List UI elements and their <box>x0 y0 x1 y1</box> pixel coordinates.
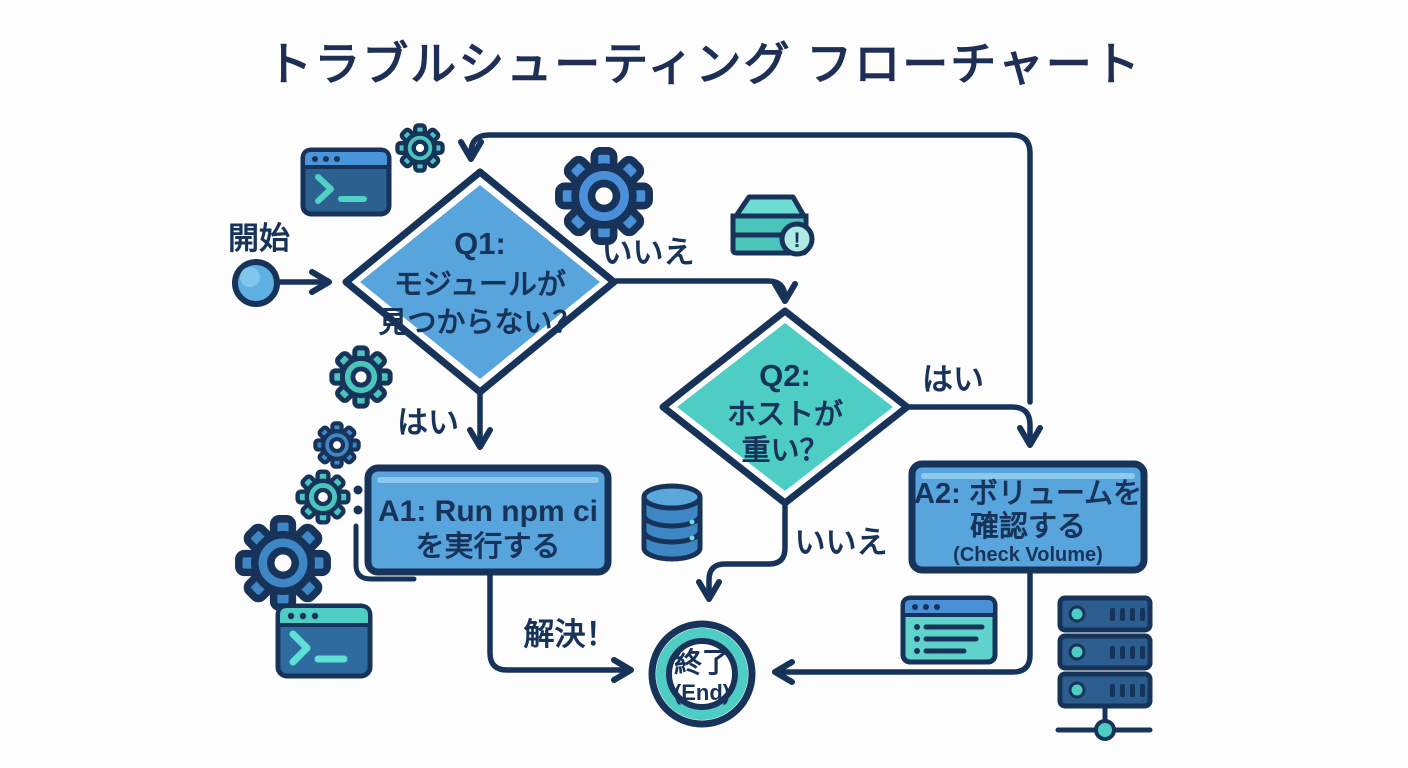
edge-a1-end <box>487 571 634 683</box>
gear-icon <box>332 348 390 406</box>
q1-line3: 見つからない？ <box>378 307 581 339</box>
q2-diamond-fill <box>677 323 893 491</box>
decor-bracket <box>353 523 417 582</box>
a1-action-node: A1: Run npm ci を実行する <box>353 464 612 582</box>
start-label: 開始 <box>228 221 290 256</box>
a2-line1: A2: ボリュームを <box>914 477 1142 510</box>
q1-line1: Q1: <box>454 226 506 261</box>
edges <box>277 132 1043 685</box>
start-circle-highlight <box>240 267 260 287</box>
terminal-window-icon <box>275 603 373 679</box>
edge-a2-end <box>772 571 1033 685</box>
q2-line2: ホストが <box>727 397 843 431</box>
terminal-window-icon <box>300 147 392 217</box>
label-q2-no: いいえ <box>795 525 888 560</box>
end-line1: 終了 <box>674 646 730 678</box>
a2-line3: (Check Volume) <box>953 544 1103 566</box>
a1-box <box>364 464 612 576</box>
gear-icon <box>298 472 349 523</box>
database-icon <box>641 483 703 562</box>
alert-glyph: ! <box>794 229 801 252</box>
label-solved: 解決！ <box>524 617 617 652</box>
decor-dot <box>353 505 363 515</box>
q2-decision-node: Q2: ホストが 重い？ <box>659 307 911 507</box>
edge-loop-to-q1 <box>458 132 1033 405</box>
q1-diamond-fill <box>360 185 600 379</box>
edge-q1-no-q2 <box>613 278 798 304</box>
a2-line2: 確認する <box>970 509 1086 543</box>
a1-line2: を実行する <box>415 530 560 563</box>
q1-line2: モジュールが <box>394 267 566 301</box>
page-title: トラブルシューティング フローチャート <box>266 38 1142 90</box>
q2-line3: 重い？ <box>741 434 828 467</box>
gear-icon <box>397 125 442 170</box>
gear-icon <box>239 519 327 607</box>
gear-icon <box>559 151 649 241</box>
a1-line1: A1: Run npm ci <box>378 495 598 528</box>
start-node: 開始 <box>228 221 290 307</box>
a2-box <box>908 460 1148 574</box>
edge-q2-yes-a2 <box>907 404 1043 448</box>
a2-action-node: A2: ボリュームを 確認する (Check Volume) <box>908 460 1148 574</box>
label-q2-yes: はい <box>922 362 984 397</box>
label-q1-yes: はい <box>397 405 459 440</box>
storage-alert-icon: ! <box>730 194 815 257</box>
end-ring-teal <box>656 628 748 720</box>
q2-line1: Q2: <box>759 358 811 393</box>
server-rack-icon <box>1055 595 1153 741</box>
q1-decision-node: Q1: モジュールが 見つからない？ <box>342 168 618 396</box>
gear-icon <box>315 423 358 466</box>
decor-dot <box>353 485 363 495</box>
browser-window-icon <box>900 595 998 665</box>
end-line2: (End) <box>674 680 730 705</box>
edge-q2-no-end <box>696 503 788 602</box>
label-q1-no: いいえ <box>602 235 695 270</box>
end-node: 終了 (End) <box>648 620 756 728</box>
end-ring-inner <box>666 638 738 710</box>
